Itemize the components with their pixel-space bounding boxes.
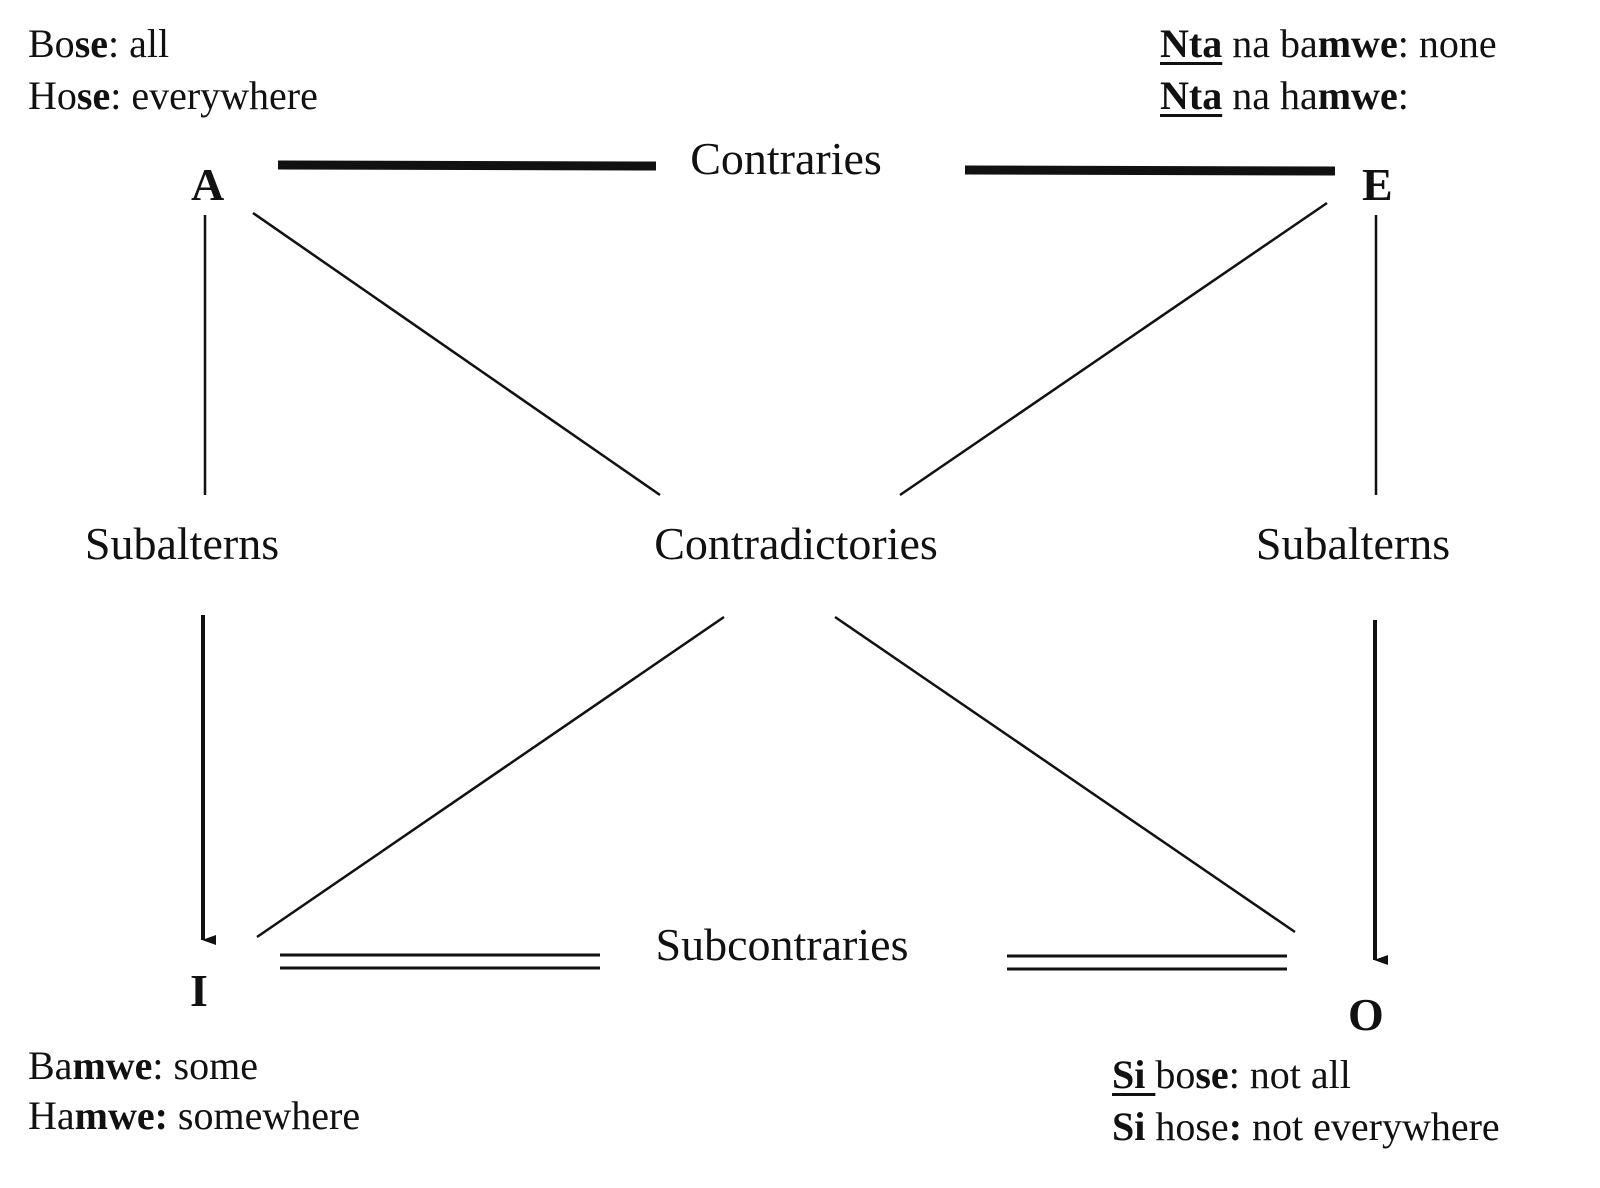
corner-o: O bbox=[1348, 989, 1384, 1040]
gloss-text: Ba bbox=[28, 1043, 73, 1088]
gloss-text: Ha bbox=[28, 1093, 75, 1138]
gloss-text: : some bbox=[152, 1043, 258, 1088]
corner-a: A bbox=[191, 159, 225, 210]
gloss-text: : none bbox=[1397, 21, 1497, 66]
gloss-text: Nta bbox=[1160, 73, 1223, 118]
gloss-text: Si bbox=[1112, 1104, 1146, 1149]
contraries-line-right bbox=[964, 165, 1336, 176]
gloss-i-2: Hamwe: somewhere bbox=[28, 1096, 360, 1136]
gloss-text: : not all bbox=[1228, 1052, 1351, 1097]
gloss-text: se bbox=[76, 73, 111, 118]
gloss-text: : bbox=[1228, 1104, 1243, 1149]
corner-e: E bbox=[1362, 159, 1393, 210]
gloss-text: not everywhere bbox=[1242, 1104, 1500, 1149]
gloss-text: mwe bbox=[1317, 21, 1398, 66]
label-contradictories: Contradictories bbox=[654, 518, 938, 569]
gloss-text: Ho bbox=[28, 73, 77, 118]
gloss-text: : everywhere bbox=[110, 73, 318, 118]
gloss-e-2: Nta na hamwe: bbox=[1160, 76, 1409, 116]
gloss-a-1: Bose: all bbox=[28, 24, 169, 64]
gloss-text: bo bbox=[1155, 1052, 1196, 1097]
label-contraries: Contraries bbox=[690, 133, 882, 184]
gloss-e-1: Nta na bamwe: none bbox=[1160, 24, 1497, 64]
gloss-o-2: Si hose: not everywhere bbox=[1112, 1107, 1500, 1147]
contradictory-line-e bbox=[899, 201, 1328, 497]
gloss-text: somewhere bbox=[167, 1093, 361, 1138]
gloss-text: na ha bbox=[1222, 73, 1318, 118]
gloss-text: se bbox=[74, 21, 109, 66]
gloss-i-1: Bamwe: some bbox=[28, 1046, 258, 1086]
contraries-line-left bbox=[277, 160, 657, 171]
label-subcontraries: Subcontraries bbox=[655, 919, 909, 970]
gloss-text: : all bbox=[108, 21, 170, 66]
gloss-text: : bbox=[1397, 73, 1409, 118]
contradictory-line-o bbox=[834, 615, 1296, 934]
gloss-text: se bbox=[1195, 1052, 1229, 1097]
label-subalterns-left: Subalterns bbox=[84, 518, 280, 569]
gloss-text: mwe bbox=[72, 1043, 153, 1088]
gloss-text: hose bbox=[1145, 1104, 1229, 1149]
gloss-text: mwe bbox=[1317, 73, 1398, 118]
gloss-text: na ba bbox=[1222, 21, 1318, 66]
gloss-text: Bo bbox=[28, 21, 75, 66]
gloss-text: mwe: bbox=[74, 1093, 168, 1138]
contradictory-line-i bbox=[256, 615, 725, 939]
gloss-a-2: Hose: everywhere bbox=[28, 76, 318, 116]
corner-i: I bbox=[190, 965, 208, 1016]
contradictory-line-a bbox=[252, 211, 661, 497]
gloss-text: Si bbox=[1112, 1052, 1156, 1097]
gloss-text: Nta bbox=[1160, 21, 1223, 66]
gloss-o-1: Si bose: not all bbox=[1112, 1055, 1351, 1095]
label-subalterns-right: Subalterns bbox=[1255, 518, 1451, 569]
